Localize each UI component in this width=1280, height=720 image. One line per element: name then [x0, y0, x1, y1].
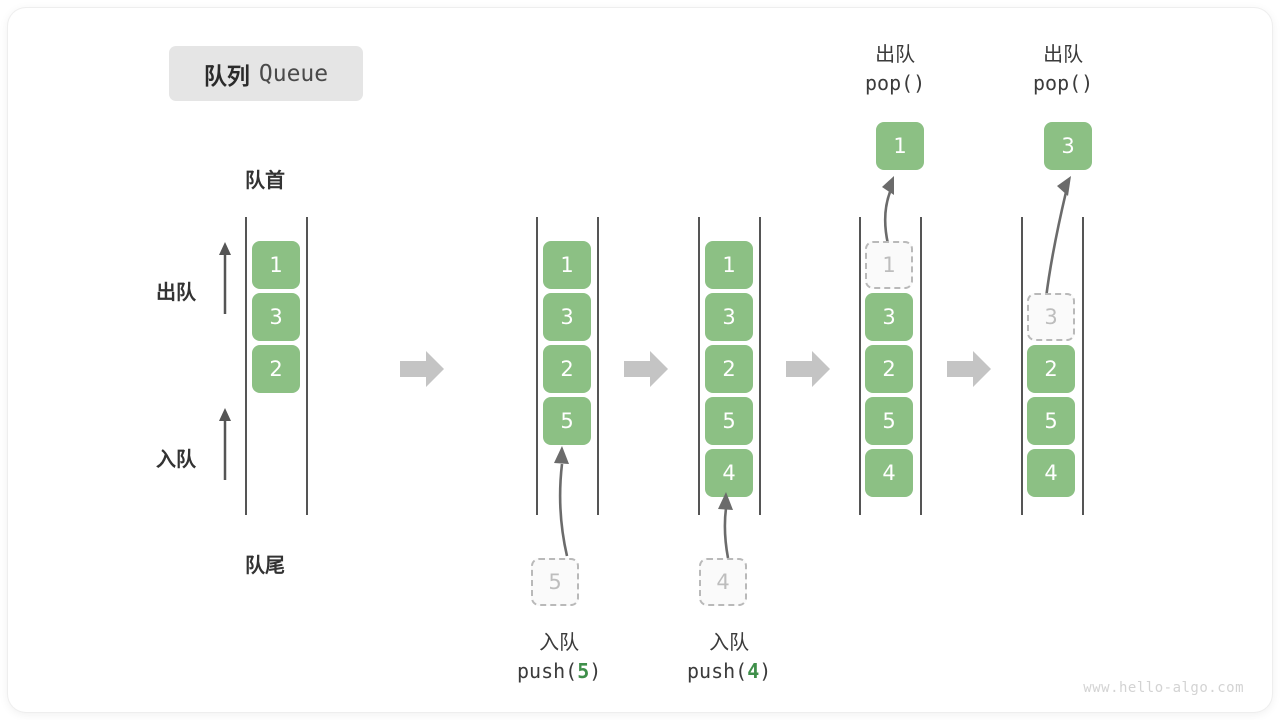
stage-arrow-3: [786, 351, 830, 387]
pop-arrow-icon: [882, 176, 894, 245]
queue-node: 2: [252, 345, 300, 393]
queue-node: 1: [705, 241, 753, 289]
pop-3-caption: 出队 pop(): [1033, 40, 1093, 98]
queue-rail-right-4: [920, 217, 922, 515]
enqueue-label: 入队: [156, 447, 196, 471]
queue-node: 5: [1027, 397, 1075, 445]
queue-rail-right-1: [306, 217, 308, 515]
title-label-en: Queue: [258, 60, 329, 87]
pop-1-caption-cn: 出队: [875, 42, 916, 66]
queue-rail-left-3: [698, 217, 700, 515]
queue-node: 3: [865, 293, 913, 341]
push-4-caption: 入队 push(4): [687, 628, 771, 686]
dequeue-label: 出队: [156, 280, 196, 304]
queue-node: 3: [543, 293, 591, 341]
popped-node: 3: [1044, 122, 1092, 170]
push-5-caption-cn: 入队: [539, 630, 580, 654]
pop-3-caption-call: pop(): [1033, 71, 1094, 95]
queue-node: 1: [543, 241, 591, 289]
queue-node: 3: [705, 293, 753, 341]
push-4-caption-cn: 入队: [709, 630, 750, 654]
queue-node: 2: [865, 345, 913, 393]
queue-node: 5: [543, 397, 591, 445]
watermark: www.hello-algo.com: [1083, 680, 1244, 696]
rear-label: 队尾: [245, 553, 285, 577]
queue-node: 1: [252, 241, 300, 289]
queue-node: 4: [705, 449, 753, 497]
queue-node: 3: [252, 293, 300, 341]
queue-node: 2: [543, 345, 591, 393]
stage-arrow-2: [624, 351, 668, 387]
queue-rail-right-3: [759, 217, 761, 515]
queue-node: 5: [705, 397, 753, 445]
push-5-caption: 入队 push(5): [517, 628, 601, 686]
queue-rail-right-2: [597, 217, 599, 515]
popping-ghost-node: 1: [865, 241, 913, 289]
incoming-ghost-node: 4: [699, 558, 747, 606]
queue-node: 4: [1027, 449, 1075, 497]
popped-node: 1: [876, 122, 924, 170]
queue-rail-right-5: [1082, 217, 1084, 515]
pop-3-caption-cn: 出队: [1043, 42, 1084, 66]
pop-arrow-icon: [1044, 176, 1071, 299]
queue-node: 2: [705, 345, 753, 393]
pop-1-caption: 出队 pop(): [865, 40, 925, 98]
queue-rail-left-5: [1021, 217, 1023, 515]
push-arrow-icon: [554, 446, 569, 557]
queue-rail-left-4: [859, 217, 861, 515]
push-4-caption-call: push(4): [687, 659, 772, 683]
popping-ghost-node: 3: [1027, 293, 1075, 341]
title-label-cn: 队列: [203, 63, 250, 90]
stage-arrow-4: [947, 351, 991, 387]
pop-1-caption-call: pop(): [865, 71, 926, 95]
diagram-title-badge: 队列 Queue: [169, 46, 363, 101]
push-arrow-icon: [718, 492, 733, 559]
dequeue-direction-arrow-icon: [219, 242, 231, 314]
front-label: 队首: [245, 168, 285, 192]
queue-rail-left-1: [245, 217, 247, 515]
push-5-caption-call: push(5): [517, 659, 602, 683]
stage-arrow-1: [400, 351, 444, 387]
queue-node: 4: [865, 449, 913, 497]
incoming-ghost-node: 5: [531, 558, 579, 606]
queue-node: 2: [1027, 345, 1075, 393]
diagram-card: 队列 Queue 队首 队尾 出队 入队 1 3 2 1 3 2 5 5 入队 …: [8, 8, 1272, 712]
queue-rail-left-2: [536, 217, 538, 515]
queue-node: 5: [865, 397, 913, 445]
enqueue-direction-arrow-icon: [219, 408, 231, 480]
